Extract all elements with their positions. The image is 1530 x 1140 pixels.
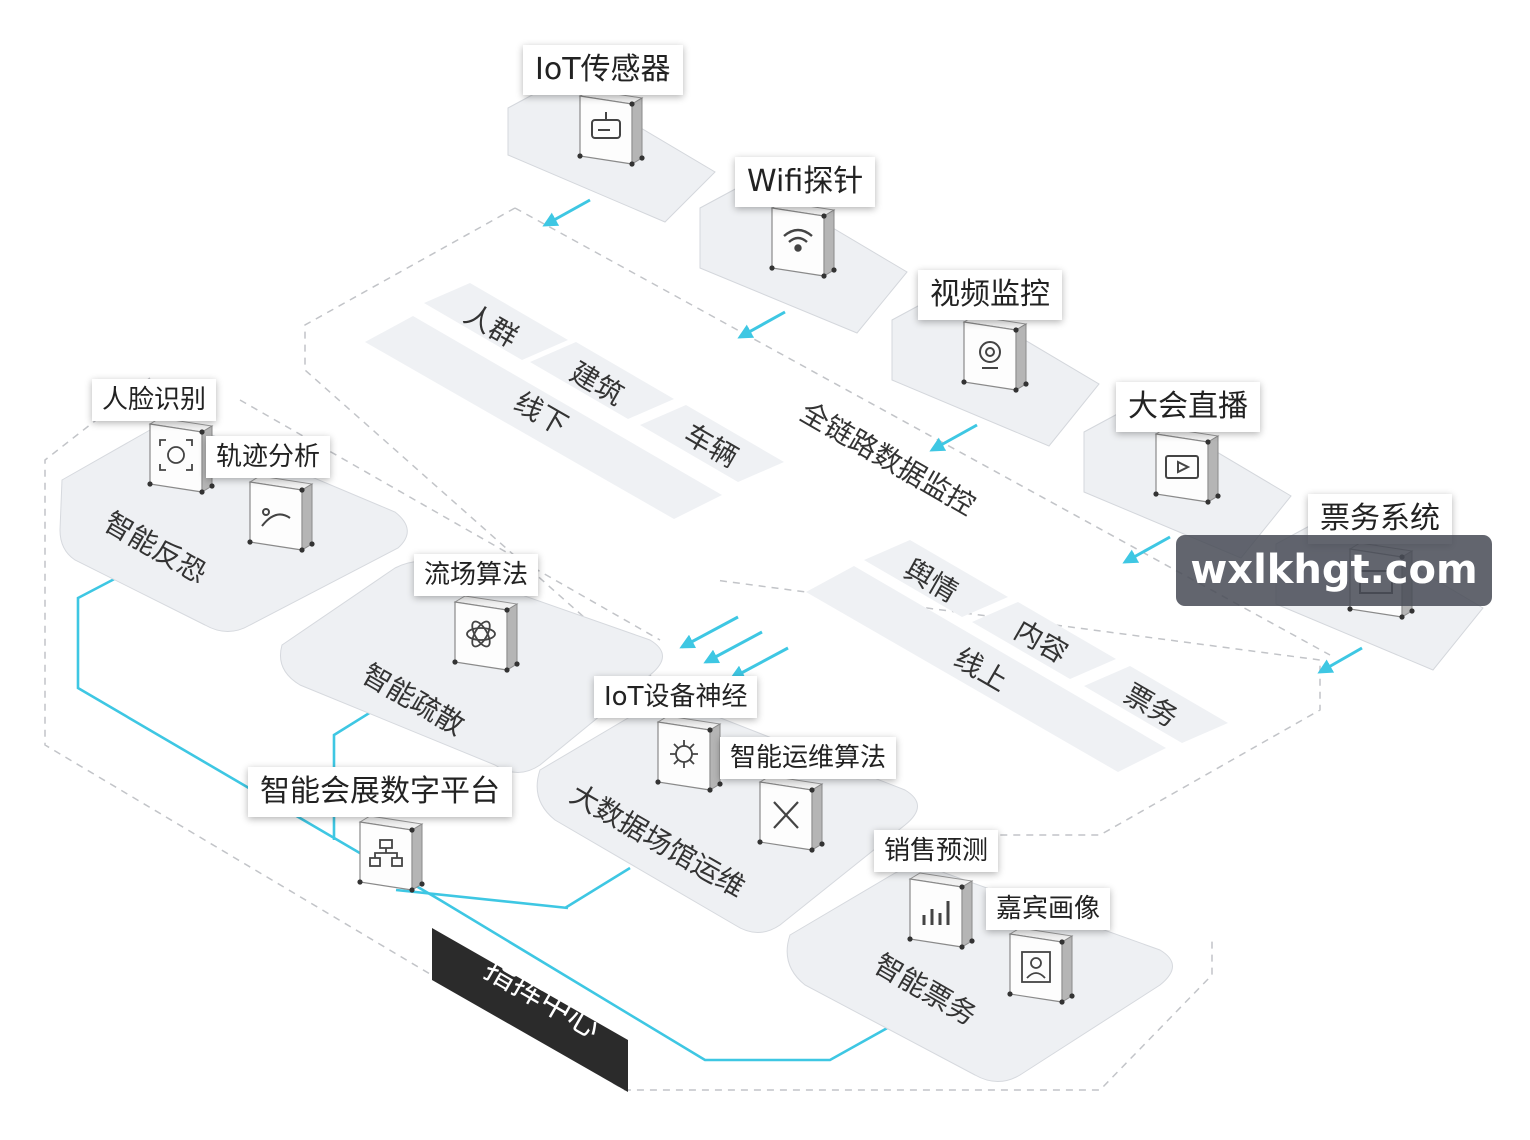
label-platform: 智能会展数字平台 bbox=[248, 767, 512, 817]
label-ops-algorithm: 智能运维算法 bbox=[720, 737, 897, 779]
label-video-monitor: 视频监控 bbox=[918, 270, 1062, 320]
wifi-probe-device bbox=[768, 201, 838, 280]
portrait-icon bbox=[1021, 951, 1051, 983]
label-wifi-probe: Wifi探针 bbox=[735, 157, 876, 207]
monitoring-title: 全链路数据监控 bbox=[795, 395, 981, 522]
router-icon bbox=[591, 112, 621, 139]
label-sales-forecast: 销售预测 bbox=[874, 830, 999, 872]
chip-icon bbox=[670, 740, 698, 768]
face-scan-icon bbox=[159, 439, 193, 471]
platform-device bbox=[356, 815, 426, 894]
trajectory-analysis-device bbox=[246, 475, 316, 554]
face-recognition-device bbox=[146, 417, 216, 496]
iot-sensor-device bbox=[576, 89, 646, 168]
command-center: 指挥中心 bbox=[432, 928, 628, 1092]
watermark: wxlkhgt.com bbox=[1176, 535, 1492, 606]
label-iot-sensor: IoT传感器 bbox=[523, 45, 683, 95]
live-broadcast-device bbox=[1152, 427, 1222, 506]
wifi-icon bbox=[783, 228, 813, 252]
flow-field-device bbox=[451, 595, 521, 674]
ops-algorithm-device bbox=[756, 775, 826, 854]
route-icon bbox=[261, 508, 291, 527]
guest-profile-device bbox=[1006, 927, 1076, 1006]
label-live-broadcast: 大会直播 bbox=[1116, 382, 1260, 432]
label-face-recognition: 人脸识别 bbox=[92, 379, 217, 421]
tv-play-icon bbox=[1165, 455, 1199, 479]
org-chart-icon bbox=[369, 839, 403, 867]
sales-forecast-device bbox=[906, 872, 976, 951]
module-panels: 智能反恐 智能疏散 大数据场馆运维 智能票务 bbox=[59, 422, 1173, 1082]
iot-nerve-device bbox=[654, 715, 724, 794]
label-flow-field: 流场算法 bbox=[414, 554, 539, 596]
label-trajectory-analysis: 轨迹分析 bbox=[206, 436, 331, 478]
bar-chart-icon bbox=[922, 901, 950, 925]
label-guest-profile: 嘉宾画像 bbox=[986, 888, 1111, 930]
offline-tiles: 人群 建筑 车辆 线下 bbox=[365, 283, 784, 519]
source-arrows bbox=[542, 198, 1363, 680]
label-iot-nerve: IoT设备神经 bbox=[594, 676, 758, 718]
platform-outline-inner bbox=[239, 399, 661, 641]
webcam-icon bbox=[979, 341, 1001, 369]
video-monitor-device bbox=[960, 315, 1030, 394]
tools-icon bbox=[773, 801, 799, 829]
atom-icon bbox=[466, 620, 496, 648]
